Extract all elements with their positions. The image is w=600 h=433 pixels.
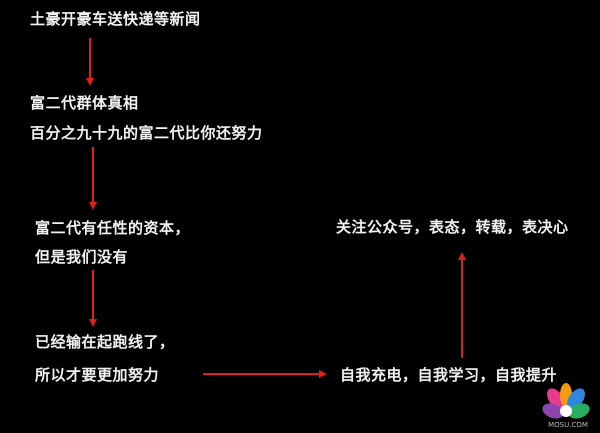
step-startline-line2: 所以才要更加努力 [35,366,160,384]
colorful-logo-icon [542,383,590,419]
step-truth-detail: 百分之九十九的富二代比你还努力 [30,124,263,142]
watermark-text: MOSU.COM [548,421,588,429]
step-follow-account: 关注公众号，表态，转载，表决心 [336,218,569,236]
step-startline-line1: 已经输在起跑线了， [35,333,175,351]
step-truth-title: 富二代群体真相 [30,94,139,112]
step-capital-line2: 但是我们没有 [35,248,129,266]
step-self-improve: 自我充电，自我学习，自我提升 [340,366,558,384]
step-capital-line1: 富二代有任性的资本， [35,219,191,237]
step-news: 土豪开豪车送快递等新闻 [30,10,201,28]
